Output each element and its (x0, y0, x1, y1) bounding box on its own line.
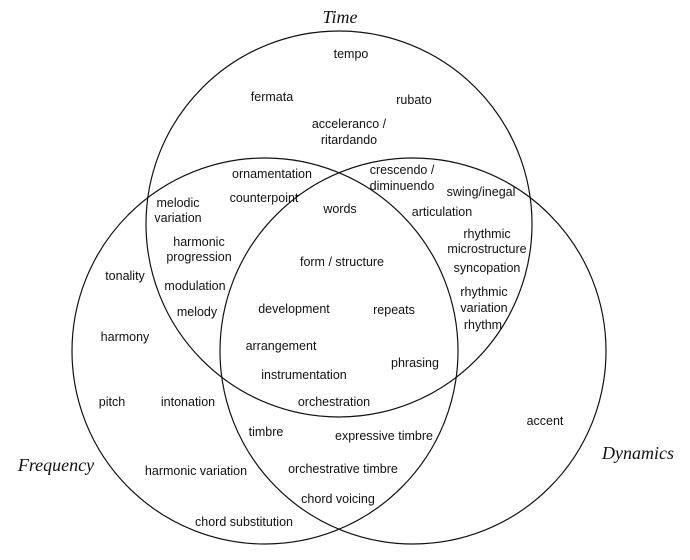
term-crescendo-line2: diminuendo (370, 179, 435, 193)
term-modulation: modulation (164, 279, 225, 293)
time-circle (145, 30, 533, 418)
term-harmonic-variation: harmonic variation (145, 464, 247, 478)
term-timbre: timbre (249, 425, 284, 439)
term-crescendo-line1: crescendo / (370, 163, 435, 177)
term-words: words (322, 202, 356, 216)
term-rhythmic-variation-line2: variation (460, 301, 507, 315)
term-fermata: fermata (251, 90, 293, 104)
term-harmonic-progression-line2: progression (166, 250, 231, 264)
frequency-circle (71, 157, 459, 545)
term-phrasing: phrasing (391, 356, 439, 370)
term-acceleranco-line2: ritardando (321, 133, 377, 147)
frequency-title: Frequency (17, 455, 94, 475)
term-orchestration: orchestration (298, 395, 370, 409)
term-development: development (258, 302, 330, 316)
time-title: Time (322, 7, 357, 27)
term-rhythm: rhythm (464, 318, 502, 332)
term-melodic-variation-line1: melodic (156, 196, 199, 210)
dynamics-circle (219, 157, 607, 545)
term-syncopation: syncopation (454, 261, 521, 275)
term-pitch: pitch (99, 395, 125, 409)
dynamics-title: Dynamics (601, 443, 674, 463)
term-repeats: repeats (373, 303, 415, 317)
term-acceleranco-line1: acceleranco / (312, 117, 387, 131)
term-intonation: intonation (161, 395, 215, 409)
term-chord-voicing: chord voicing (301, 492, 375, 506)
term-rhythmic-microstructure-line1: rhythmic (463, 227, 510, 241)
term-swing: swing/inegal (447, 185, 516, 199)
term-harmonic-progression-line1: harmonic (173, 235, 224, 249)
term-articulation: articulation (412, 205, 472, 219)
term-arrangement: arrangement (246, 339, 317, 353)
term-melodic-variation-line2: variation (154, 211, 201, 225)
term-counterpoint: counterpoint (230, 191, 299, 205)
term-instrumentation: instrumentation (261, 368, 347, 382)
term-ornamentation: ornamentation (232, 167, 312, 181)
term-accent: accent (527, 414, 564, 428)
term-melody: melody (177, 305, 218, 319)
term-rhythmic-microstructure-line2: microstructure (447, 242, 526, 256)
term-chord-substitution: chord substitution (195, 515, 293, 529)
term-orchestrative-timbre: orchestrative timbre (288, 462, 398, 476)
term-harmony: harmony (101, 330, 150, 344)
term-tempo: tempo (334, 47, 369, 61)
term-rhythmic-variation-line1: rhythmic (460, 285, 507, 299)
term-form-structure: form / structure (300, 255, 384, 269)
term-expressive-timbre: expressive timbre (335, 429, 433, 443)
term-tonality: tonality (105, 269, 145, 283)
term-rubato: rubato (396, 93, 431, 107)
